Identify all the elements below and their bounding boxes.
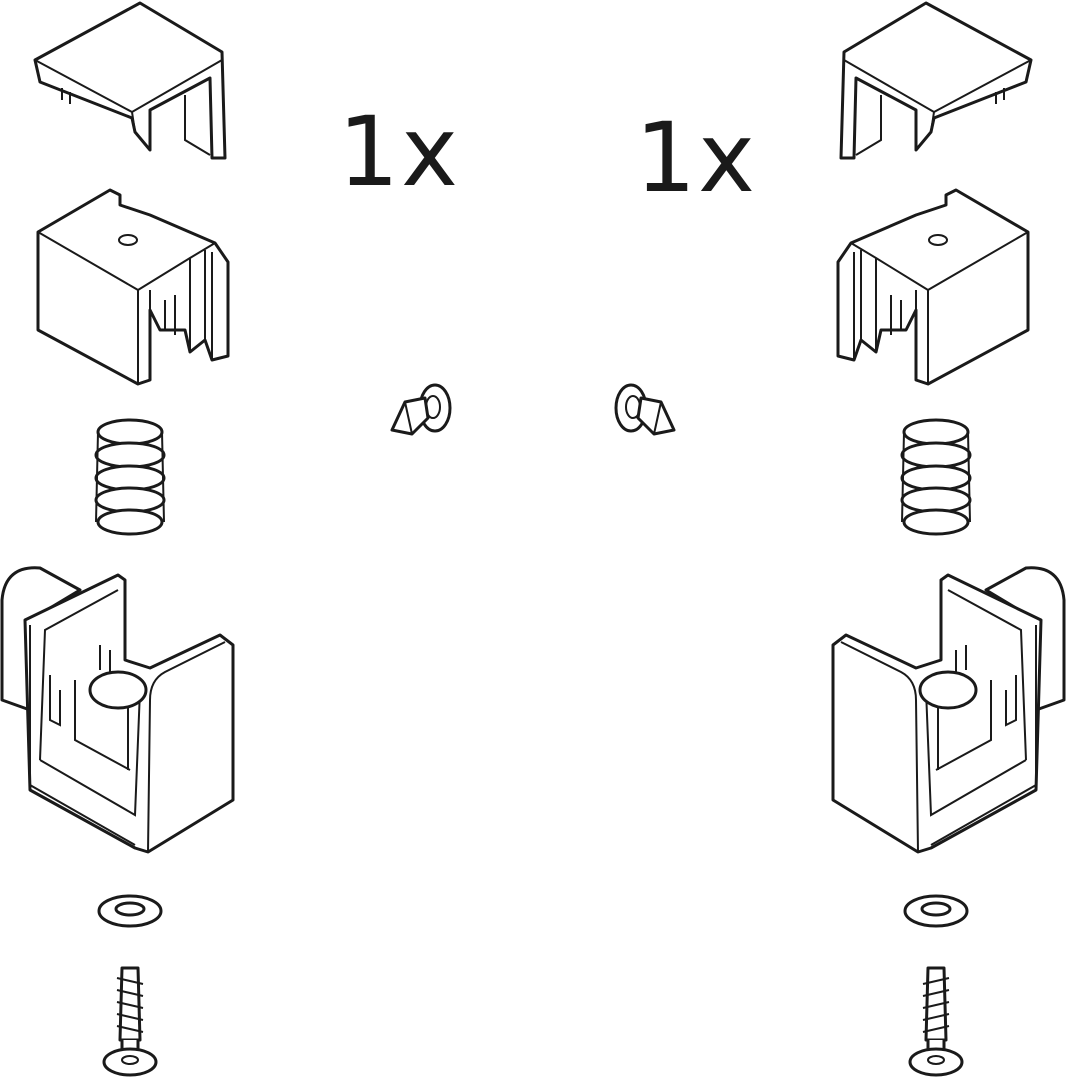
left-quantity-label: 1x [338,96,460,208]
right-quantity-label: 1x [635,102,757,214]
